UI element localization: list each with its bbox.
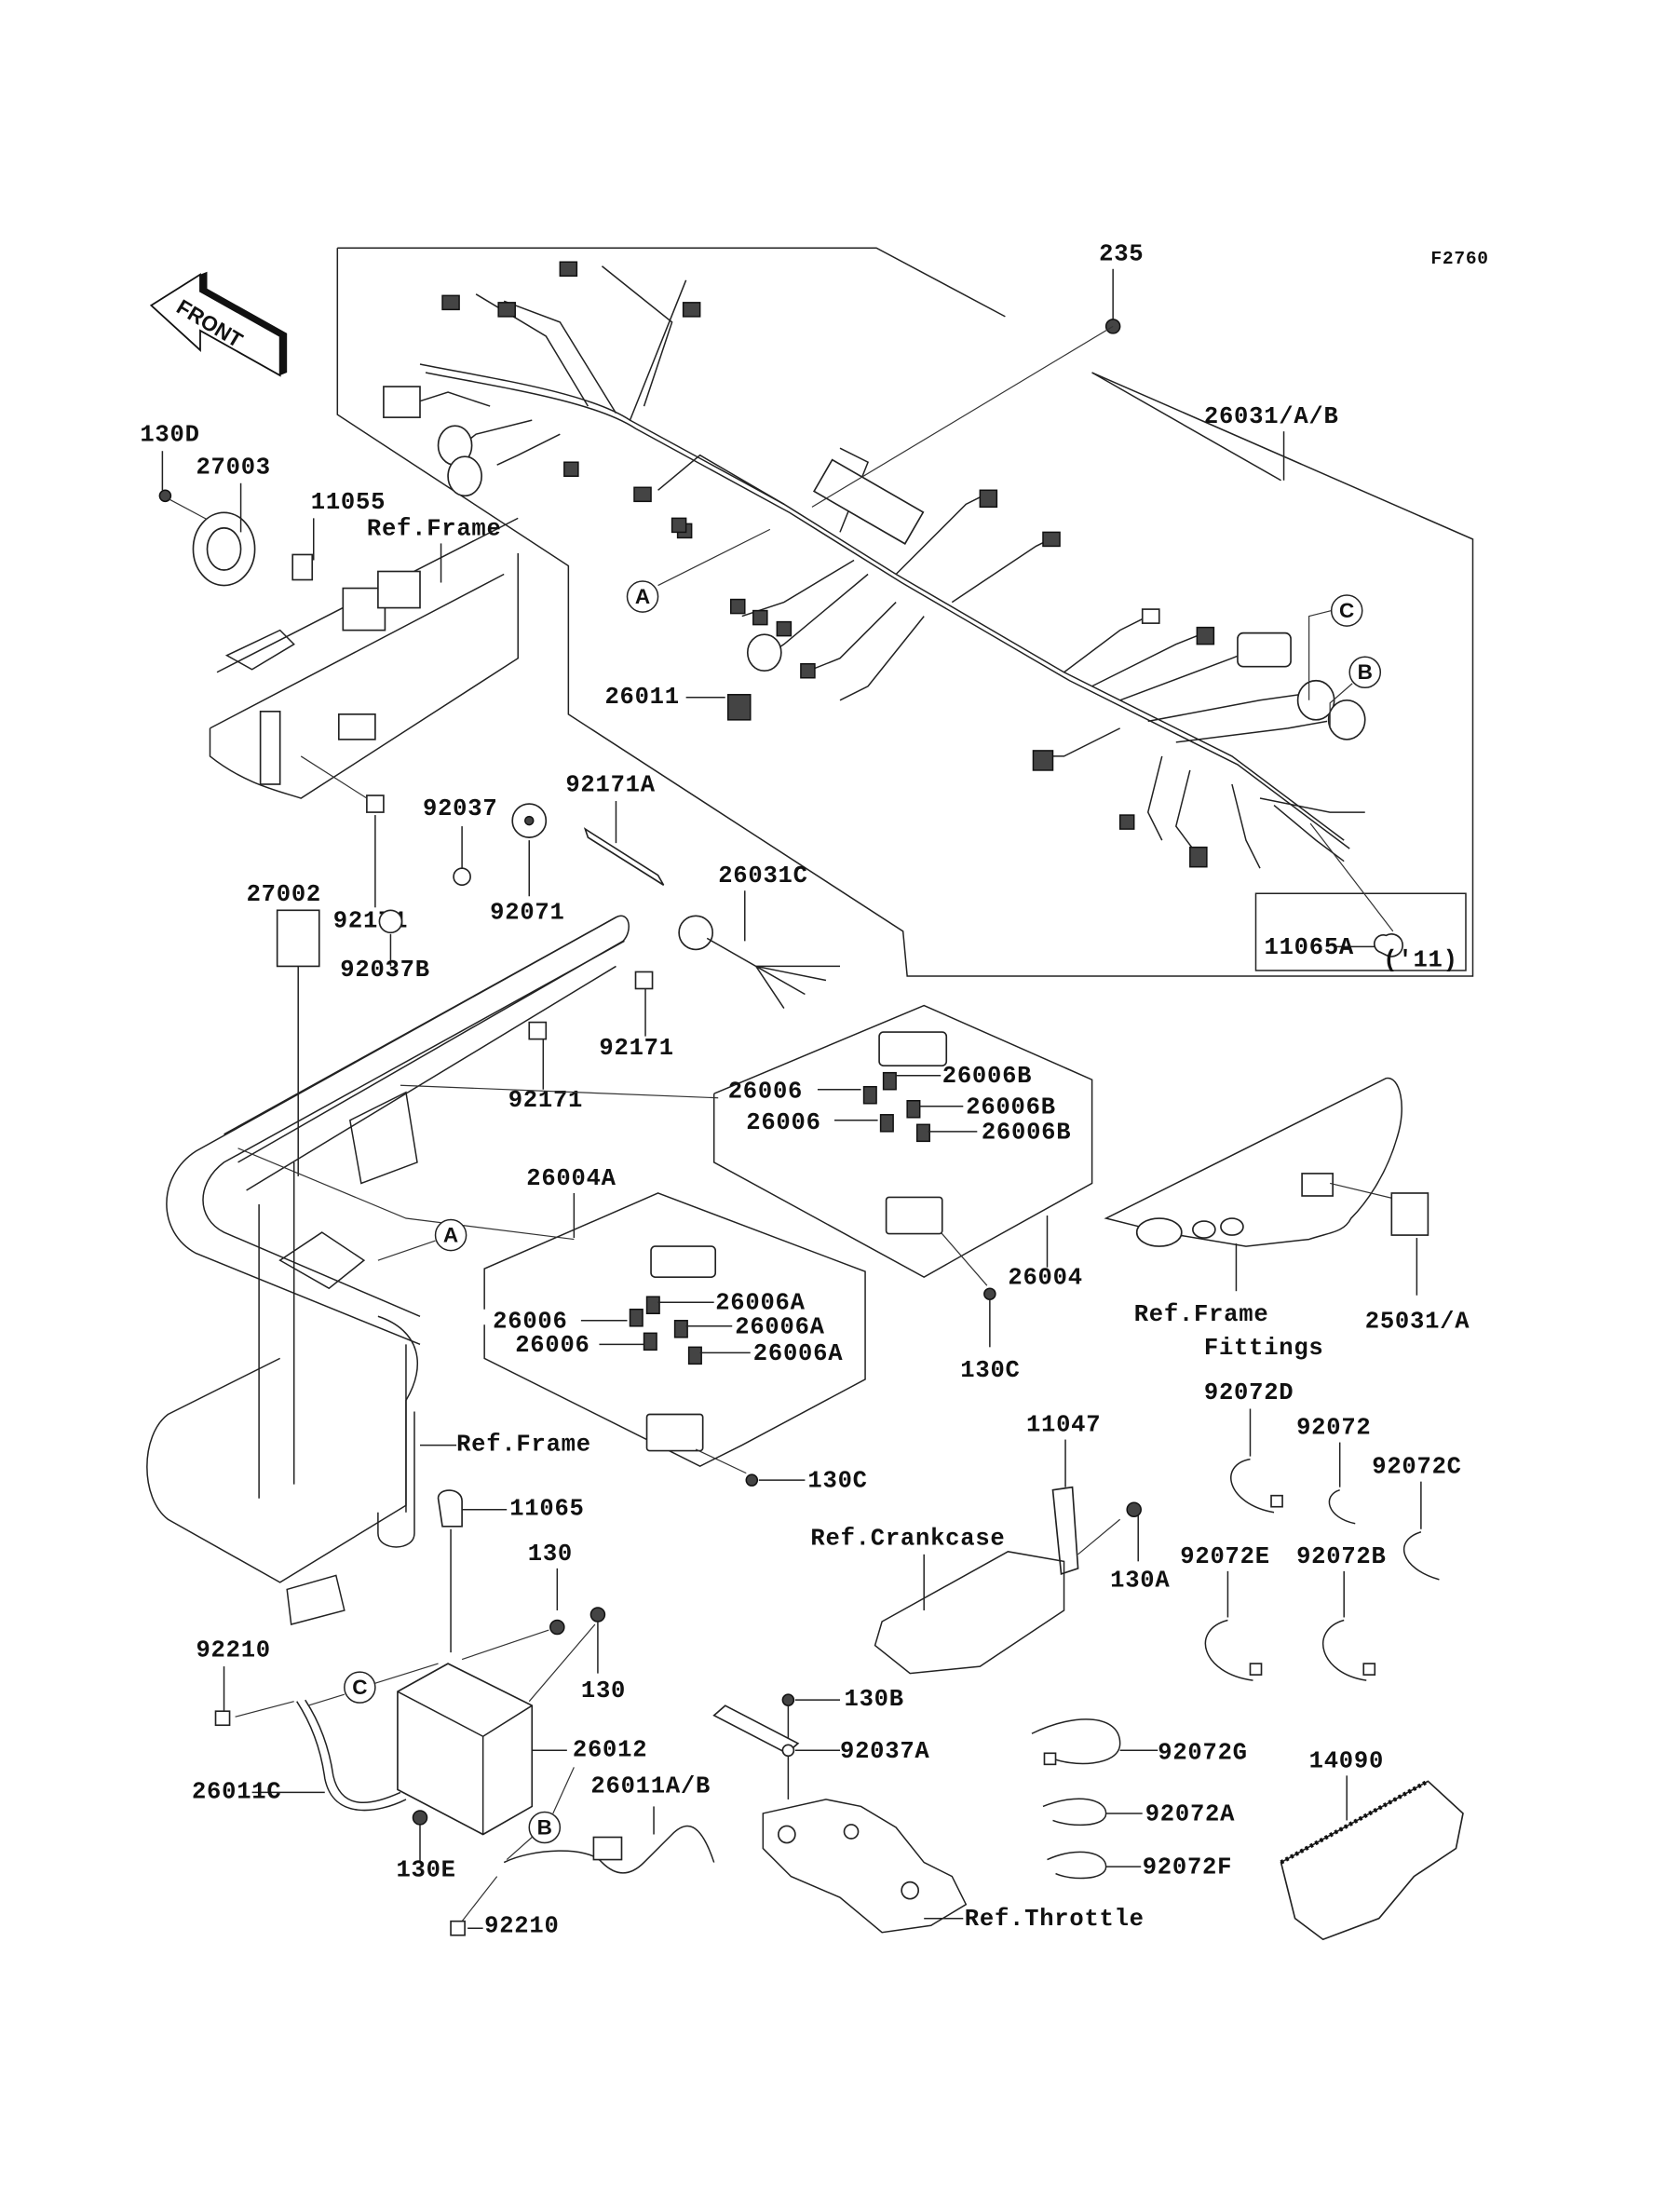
label-26006-b2: 26006 <box>746 1109 820 1136</box>
crankcase-area <box>874 1439 1142 1675</box>
small-clips <box>276 801 665 1176</box>
label-235: 235 <box>1099 241 1144 268</box>
label-26011: 26011 <box>604 684 679 711</box>
label-92037b: 92037B <box>340 957 429 984</box>
label-26011c: 26011C <box>192 1778 282 1805</box>
label-ref-throttle: Ref.Throttle <box>965 1906 1145 1933</box>
callout-a-lower: A <box>377 1218 467 1261</box>
label-model-year: ('11) <box>1383 946 1457 973</box>
svg-text:B: B <box>537 1815 552 1839</box>
label-ref-frame-fittings-2: Fittings <box>1204 1335 1324 1362</box>
label-26006-a1: 26006 <box>493 1308 567 1335</box>
label-11065: 11065 <box>509 1496 584 1523</box>
label-92072e: 92072E <box>1180 1543 1269 1570</box>
callout-c-top: C <box>1308 594 1363 700</box>
label-14090: 14090 <box>1309 1747 1384 1774</box>
battery-area <box>214 1489 715 1936</box>
label-92210-2: 92210 <box>484 1913 559 1940</box>
label-92037a: 92037A <box>840 1738 930 1765</box>
label-130-2: 130 <box>581 1677 626 1704</box>
label-26031c: 26031C <box>718 862 808 890</box>
throttle-area <box>712 1693 968 1934</box>
wiring-harness-26031 <box>383 261 1366 869</box>
dash-panel <box>1104 1077 1429 1296</box>
label-26006-a2: 26006 <box>515 1332 589 1359</box>
main-harness-outline <box>336 247 1474 977</box>
label-130b: 130B <box>845 1686 904 1713</box>
label-26006b-3: 26006B <box>982 1119 1072 1146</box>
label-ref-frame-top: Ref.Frame <box>367 515 502 542</box>
label-26006a-3: 26006A <box>753 1340 844 1367</box>
label-ref-frame-fittings-1: Ref.Frame <box>1134 1301 1269 1328</box>
part-235 <box>811 268 1121 508</box>
cable-ties <box>1031 1408 1440 1880</box>
label-ref-frame-lower: Ref.Frame <box>456 1432 591 1459</box>
svg-text:C: C <box>1339 599 1354 622</box>
inset-11065a <box>1254 822 1467 971</box>
callout-a-top: A <box>626 528 771 613</box>
label-ref-crankcase: Ref.Crankcase <box>810 1525 1005 1552</box>
label-92072: 92072 <box>1296 1415 1371 1442</box>
fuse-box-26004a-outline <box>237 1148 866 1487</box>
label-11047: 11047 <box>1026 1412 1101 1439</box>
label-130e: 130E <box>396 1857 455 1884</box>
label-11055: 11055 <box>311 489 386 516</box>
label-92072g: 92072G <box>1158 1739 1248 1766</box>
label-130d: 130D <box>140 422 199 449</box>
callout-b-lower: B <box>506 1767 575 1861</box>
figure-code: F2760 <box>1430 249 1488 269</box>
label-26004a: 26004A <box>526 1165 616 1192</box>
label-92210-1: 92210 <box>196 1637 270 1664</box>
callout-c-lower: C <box>307 1663 439 1706</box>
horn-frame-area <box>158 451 519 908</box>
label-26012: 26012 <box>573 1736 647 1763</box>
label-130a: 130A <box>1110 1567 1170 1594</box>
label-26004: 26004 <box>1008 1265 1082 1292</box>
label-130c-left: 130C <box>807 1468 867 1495</box>
label-26006a-1: 26006A <box>715 1290 806 1317</box>
sub-harness-26031c <box>678 890 840 1009</box>
label-27003: 27003 <box>196 454 270 481</box>
label-92072d: 92072D <box>1204 1379 1294 1406</box>
svg-text:A: A <box>635 585 650 608</box>
label-92071: 92071 <box>490 899 564 926</box>
label-27002: 27002 <box>247 881 321 908</box>
label-11065a: 11065A <box>1265 934 1355 961</box>
callout-b-top: B <box>1329 656 1382 728</box>
label-26011a-b: 26011A/B <box>590 1772 711 1799</box>
label-92072b: 92072B <box>1296 1543 1387 1570</box>
svg-text:A: A <box>443 1224 458 1247</box>
cover-14090 <box>1280 1775 1464 1941</box>
label-92171a: 92171A <box>565 772 656 799</box>
label-92037: 92037 <box>423 795 497 822</box>
label-92171-mid-right: 92171 <box>599 1035 673 1062</box>
label-92072c: 92072C <box>1372 1454 1462 1481</box>
label-130c-right: 130C <box>960 1357 1020 1384</box>
front-arrow-icon: FRONT <box>149 271 288 377</box>
label-92072f: 92072F <box>1143 1854 1233 1881</box>
lower-frame <box>146 917 625 1625</box>
svg-text:C: C <box>352 1676 367 1699</box>
svg-text:B: B <box>1358 660 1373 684</box>
label-92072a: 92072A <box>1145 1800 1235 1827</box>
fuse-box-26004-outline <box>400 1004 1093 1348</box>
label-26006-b1: 26006 <box>728 1079 803 1106</box>
label-25031-a: 25031/A <box>1365 1308 1470 1335</box>
label-26031-a-b: 26031/A/B <box>1204 403 1339 430</box>
label-26006b-1: 26006B <box>942 1063 1033 1090</box>
label-26006b-2: 26006B <box>966 1093 1056 1120</box>
label-130-1: 130 <box>528 1541 573 1568</box>
label-26006a-2: 26006A <box>735 1313 825 1340</box>
